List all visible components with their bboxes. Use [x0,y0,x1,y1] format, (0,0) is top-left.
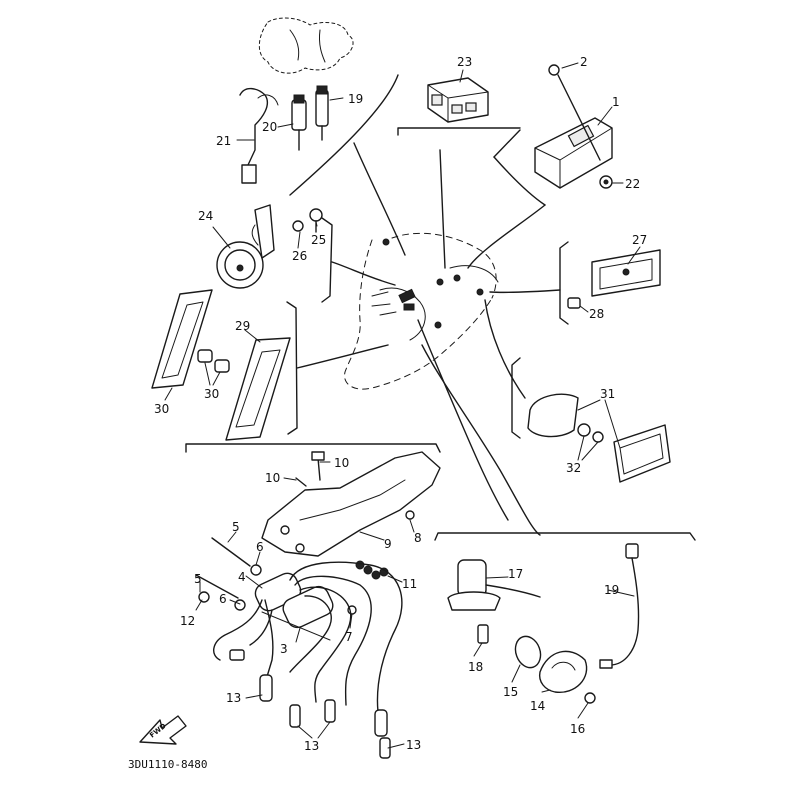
cdi-unit-1 [534,64,613,189]
callout-33: 32 [566,461,581,475]
leader-lines [164,62,641,749]
ht-leads-13 [259,561,403,759]
callout-2: 2 [580,55,588,69]
callout-29: 28 [589,307,604,321]
callout-19: 19 [604,583,619,597]
callout-labels: 19 20 21 23 2 1 22 24 25 26 27 28 29 30 … [154,55,647,753]
callout-31: 30 [204,387,219,401]
callout-1: 1 [612,95,620,109]
callout-3: 3 [280,642,288,656]
callout-7: 7 [345,630,353,644]
reflector-30-right [225,337,291,441]
callout-27: 26 [292,249,307,263]
group-brackets [185,74,696,541]
callout-21: 20 [262,120,277,134]
callout-32: 31 [600,387,615,401]
callout-13-left: 13 [226,691,241,705]
forward-arrow-icon: FWD [139,715,187,745]
callout-30-left: 30 [154,402,169,416]
center-frame [344,232,499,390]
callout-20: 19 [348,92,363,106]
callout-8: 8 [414,531,422,545]
callout-25: 24 [198,209,213,223]
callout-10-lower: 10 [265,471,280,485]
callout-17: 17 [508,567,523,581]
callout-15: 15 [503,685,518,699]
engine-sensor-group [239,17,354,184]
sensor-lead-19 [599,543,640,669]
ignition-coil-assembly [195,537,357,661]
reflector-30-left [151,289,230,389]
callout-23: 22 [625,177,640,191]
coil-bracket-9 [261,451,441,580]
drawing-code: 3DU1110-8480 [128,758,207,771]
callout-22: 21 [216,134,231,148]
callout-12: 12 [180,614,195,628]
callout-13-right: 13 [406,738,421,752]
callout-5-lower: 5 [194,572,202,586]
callout-9: 9 [384,537,392,551]
callout-24: 23 [457,55,472,69]
callout-26: 25 [311,233,326,247]
callout-18: 18 [468,660,483,674]
callout-14: 14 [530,699,545,713]
license-light-28 [567,249,661,309]
callout-11: 11 [402,577,417,591]
neutral-switch-17 [447,559,541,644]
relay-unit-24 [427,77,489,123]
sensor-14 [514,635,596,704]
callout-6-upper: 6 [256,540,264,554]
callout-6-lower: 6 [219,592,227,606]
clamp-11 [355,560,389,580]
callout-30-right: 29 [235,319,250,333]
callout-13-bottom: 13 [304,739,319,753]
callout-10-upper: 10 [334,456,349,470]
horn-25 [216,204,323,289]
callout-16: 16 [570,722,585,736]
callout-5-upper: 5 [232,520,240,534]
callout-28: 27 [632,233,647,247]
callout-4: 4 [238,570,246,584]
side-reflector-32 [527,393,671,483]
